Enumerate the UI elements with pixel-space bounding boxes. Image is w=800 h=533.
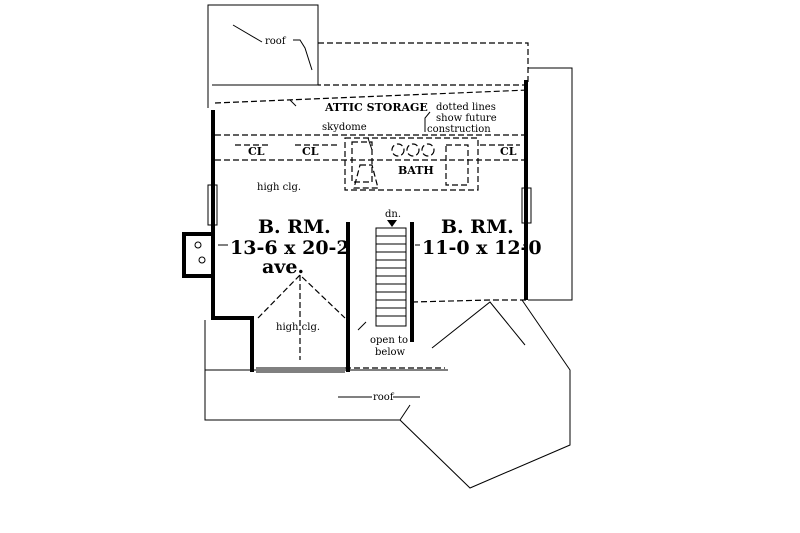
room-1-name: B. RM. <box>258 216 331 238</box>
note-line-2: show future <box>436 113 497 124</box>
roof-label-bottom: roof <box>373 392 395 403</box>
open-below-label-2: below <box>375 347 406 358</box>
room-1-note: ave. <box>262 256 304 278</box>
attic-storage-label: ATTIC STORAGE <box>324 101 428 114</box>
room-1-dimensions: 13-6 x 20-2 <box>230 237 350 259</box>
high-ceiling-label-2: high clg. <box>276 322 320 333</box>
closet-label-1: CL <box>248 145 265 158</box>
chimney <box>182 232 215 278</box>
room-2-name: B. RM. <box>441 216 514 238</box>
high-ceiling-label-1: high clg. <box>257 182 301 193</box>
staircase <box>375 220 407 327</box>
bath-label: BATH <box>398 164 434 177</box>
roof-label-top: roof <box>265 36 287 47</box>
lower-right-edges <box>345 299 526 369</box>
roof-outline-bottom <box>204 320 448 421</box>
open-below-label-1: open to <box>370 335 408 346</box>
windows <box>207 184 532 226</box>
exterior-walls <box>211 80 528 372</box>
high-ceiling-gable <box>256 274 346 373</box>
closet-label-3: CL <box>500 145 517 158</box>
skydome-label: skydome <box>322 122 367 133</box>
roof-outline-top <box>207 4 529 108</box>
stair-down-label: dn. <box>385 209 401 220</box>
closet-label-2: CL <box>302 145 319 158</box>
roof-outline-right <box>399 67 573 489</box>
room-2-dimensions: 11-0 x 12-0 <box>422 237 542 259</box>
note-leader <box>424 111 431 132</box>
bath-area <box>344 137 479 191</box>
note-line-1: dotted lines <box>436 102 496 113</box>
note-line-3: construction <box>427 124 491 135</box>
